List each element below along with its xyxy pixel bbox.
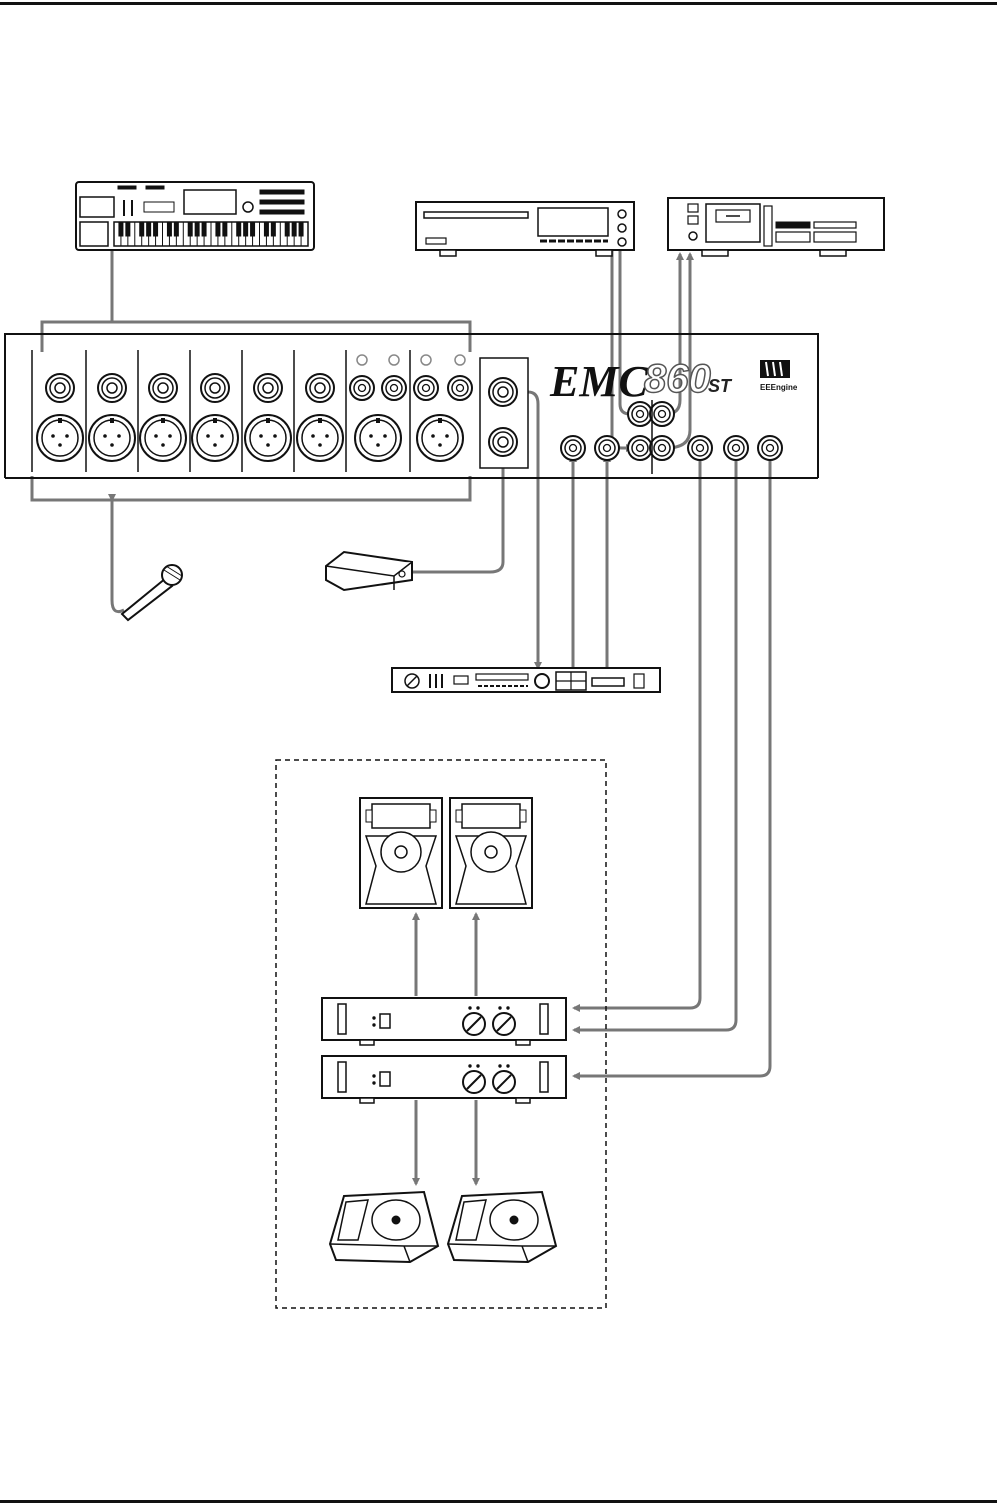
cable-main-out-1	[574, 450, 700, 1008]
effects-rack-icon	[392, 668, 660, 692]
black-key	[188, 222, 192, 236]
black-key	[264, 222, 268, 236]
black-key	[237, 222, 241, 236]
stage-monitors	[330, 1192, 556, 1262]
black-key	[292, 222, 296, 236]
line-input-jack	[201, 374, 229, 402]
peak-led	[357, 355, 367, 365]
black-key	[167, 222, 171, 236]
speaker-icon	[360, 798, 442, 908]
bracket-top	[42, 322, 470, 352]
line-input-jack	[98, 374, 126, 402]
cable-microphone	[112, 500, 124, 612]
mic-input-xlr	[192, 415, 238, 461]
amplifier-icon	[322, 998, 566, 1045]
black-key	[244, 222, 248, 236]
black-key	[251, 222, 255, 236]
black-key	[174, 222, 178, 236]
line-input-jack	[306, 374, 334, 402]
black-key	[154, 222, 158, 236]
cd-player-icon	[416, 202, 634, 256]
mic-input-xlr	[417, 415, 463, 461]
wedge-monitor-icon	[330, 1192, 438, 1262]
wedge-monitor-icon	[448, 1192, 556, 1262]
stereo-line-jack	[448, 376, 472, 400]
black-key	[202, 222, 206, 236]
line-input-jack	[46, 374, 74, 402]
line-input-jack	[149, 374, 177, 402]
cable-monitor-out	[574, 450, 770, 1076]
cable-main-out-2	[574, 450, 736, 1030]
emc-logo: EMC 860 ST EEEngine	[549, 357, 798, 406]
stereo-line-jack	[414, 376, 438, 400]
amplifier-icon	[322, 1056, 566, 1103]
mic-input-xlr	[245, 415, 291, 461]
stereo-line-jack	[350, 376, 374, 400]
black-key	[119, 222, 123, 236]
line-input-jack	[254, 374, 282, 402]
black-key	[271, 222, 275, 236]
bracket-bottom	[32, 476, 470, 500]
keyboard-icon	[76, 182, 314, 250]
mixer-icon: EMC 860 ST EEEngine	[5, 334, 818, 478]
peak-led	[455, 355, 465, 365]
cassette-deck-icon	[668, 198, 884, 256]
black-key	[216, 222, 220, 236]
black-key	[195, 222, 199, 236]
mic-input-xlr	[140, 415, 186, 461]
black-key	[147, 222, 151, 236]
black-key	[126, 222, 130, 236]
stereo-line-jack	[382, 376, 406, 400]
black-key	[223, 222, 227, 236]
brand-text: EMC	[549, 357, 648, 406]
mic-input-xlr	[297, 415, 343, 461]
mic-input-xlr	[37, 415, 83, 461]
engine-mark-text: EEEngine	[760, 383, 798, 392]
peak-led	[421, 355, 431, 365]
model-suffix-text: ST	[708, 376, 733, 396]
cable-foot-switch	[412, 460, 503, 572]
mic-input-xlr	[355, 415, 401, 461]
foot-switch-icon	[326, 552, 412, 590]
peak-led	[389, 355, 399, 365]
main-speakers	[360, 798, 532, 908]
microphone-icon	[122, 565, 182, 620]
black-key	[285, 222, 289, 236]
mic-input-xlr	[89, 415, 135, 461]
power-amplifiers	[322, 998, 566, 1103]
speaker-icon	[450, 798, 532, 908]
black-key	[299, 222, 303, 236]
black-key	[140, 222, 144, 236]
channel-strips	[32, 350, 472, 472]
model-text: 860	[644, 357, 711, 401]
